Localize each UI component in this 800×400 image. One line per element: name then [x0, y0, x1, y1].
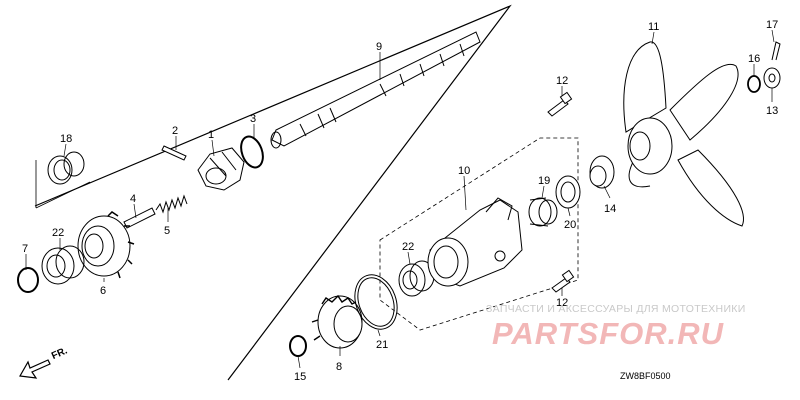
washer-16-part	[747, 75, 761, 93]
thrust-spacer-part	[589, 155, 615, 189]
bolt-upper-part	[547, 91, 573, 117]
callout-17: 17	[766, 19, 778, 31]
bolt-lower-part	[551, 269, 575, 293]
propeller-shaft-part	[270, 31, 481, 149]
callout-8: 8	[336, 361, 342, 373]
callout-18: 18	[60, 133, 72, 145]
bearing-right-part	[398, 260, 435, 297]
callout-12-upper: 12	[556, 75, 568, 87]
callout-12-lower: 12	[556, 297, 568, 309]
pin-part	[123, 207, 156, 229]
callout-1: 1	[208, 129, 214, 141]
front-arrow-icon	[19, 359, 51, 379]
propeller-part	[623, 41, 744, 227]
thrust-washer-part	[289, 335, 307, 357]
watermark-logo: PARTSFOR.RU	[492, 316, 725, 351]
clutch-dog-part	[197, 147, 245, 191]
callout-20: 20	[564, 219, 576, 231]
callout-22-right: 22	[402, 241, 414, 253]
callout-7: 7	[22, 243, 28, 255]
spring-ring-part	[240, 135, 264, 169]
cross-pin-part	[161, 145, 187, 161]
shaft-holder-part	[427, 197, 523, 287]
callout-15: 15	[294, 371, 306, 383]
bevel-gear-part	[311, 294, 363, 349]
callout-2: 2	[172, 125, 178, 137]
watermark-caption: ЗАПЧАСТИ И АКСЕССУАРЫ ДЛЯ МОТОТЕХНИКИ	[486, 303, 746, 315]
callout-6: 6	[100, 285, 106, 297]
forward-gear-part	[77, 211, 135, 279]
callout-9: 9	[376, 41, 382, 53]
assembly-dashed-box	[379, 137, 579, 331]
callout-16: 16	[748, 53, 760, 65]
callout-4: 4	[130, 193, 136, 205]
callout-10: 10	[458, 165, 470, 177]
section-outline	[34, 4, 512, 381]
spring-part	[155, 194, 188, 214]
shim-washer-part	[17, 267, 39, 293]
callout-11: 11	[648, 21, 659, 33]
callout-numbers: 1 2 3 4 5 6 7 8 9 10 11 12 12 13 14 15 1…	[22, 19, 778, 383]
castle-nut-part	[763, 67, 781, 89]
oil-seal-part	[555, 175, 581, 209]
callout-5: 5	[164, 225, 170, 237]
callout-3: 3	[250, 113, 256, 125]
o-ring-part	[354, 274, 398, 330]
leader-lines	[25, 29, 775, 369]
callout-22-left: 22	[52, 227, 64, 239]
bearing-left-part	[41, 245, 85, 285]
bearing-18-part	[35, 151, 91, 209]
callout-14: 14	[604, 203, 616, 215]
drawing-code: ZW8BF0500	[620, 371, 671, 381]
callout-21: 21	[376, 339, 388, 351]
callout-13: 13	[766, 105, 778, 117]
cotter-pin-part	[771, 41, 781, 61]
needle-bearing-part	[528, 197, 558, 227]
callout-19: 19	[538, 175, 550, 187]
